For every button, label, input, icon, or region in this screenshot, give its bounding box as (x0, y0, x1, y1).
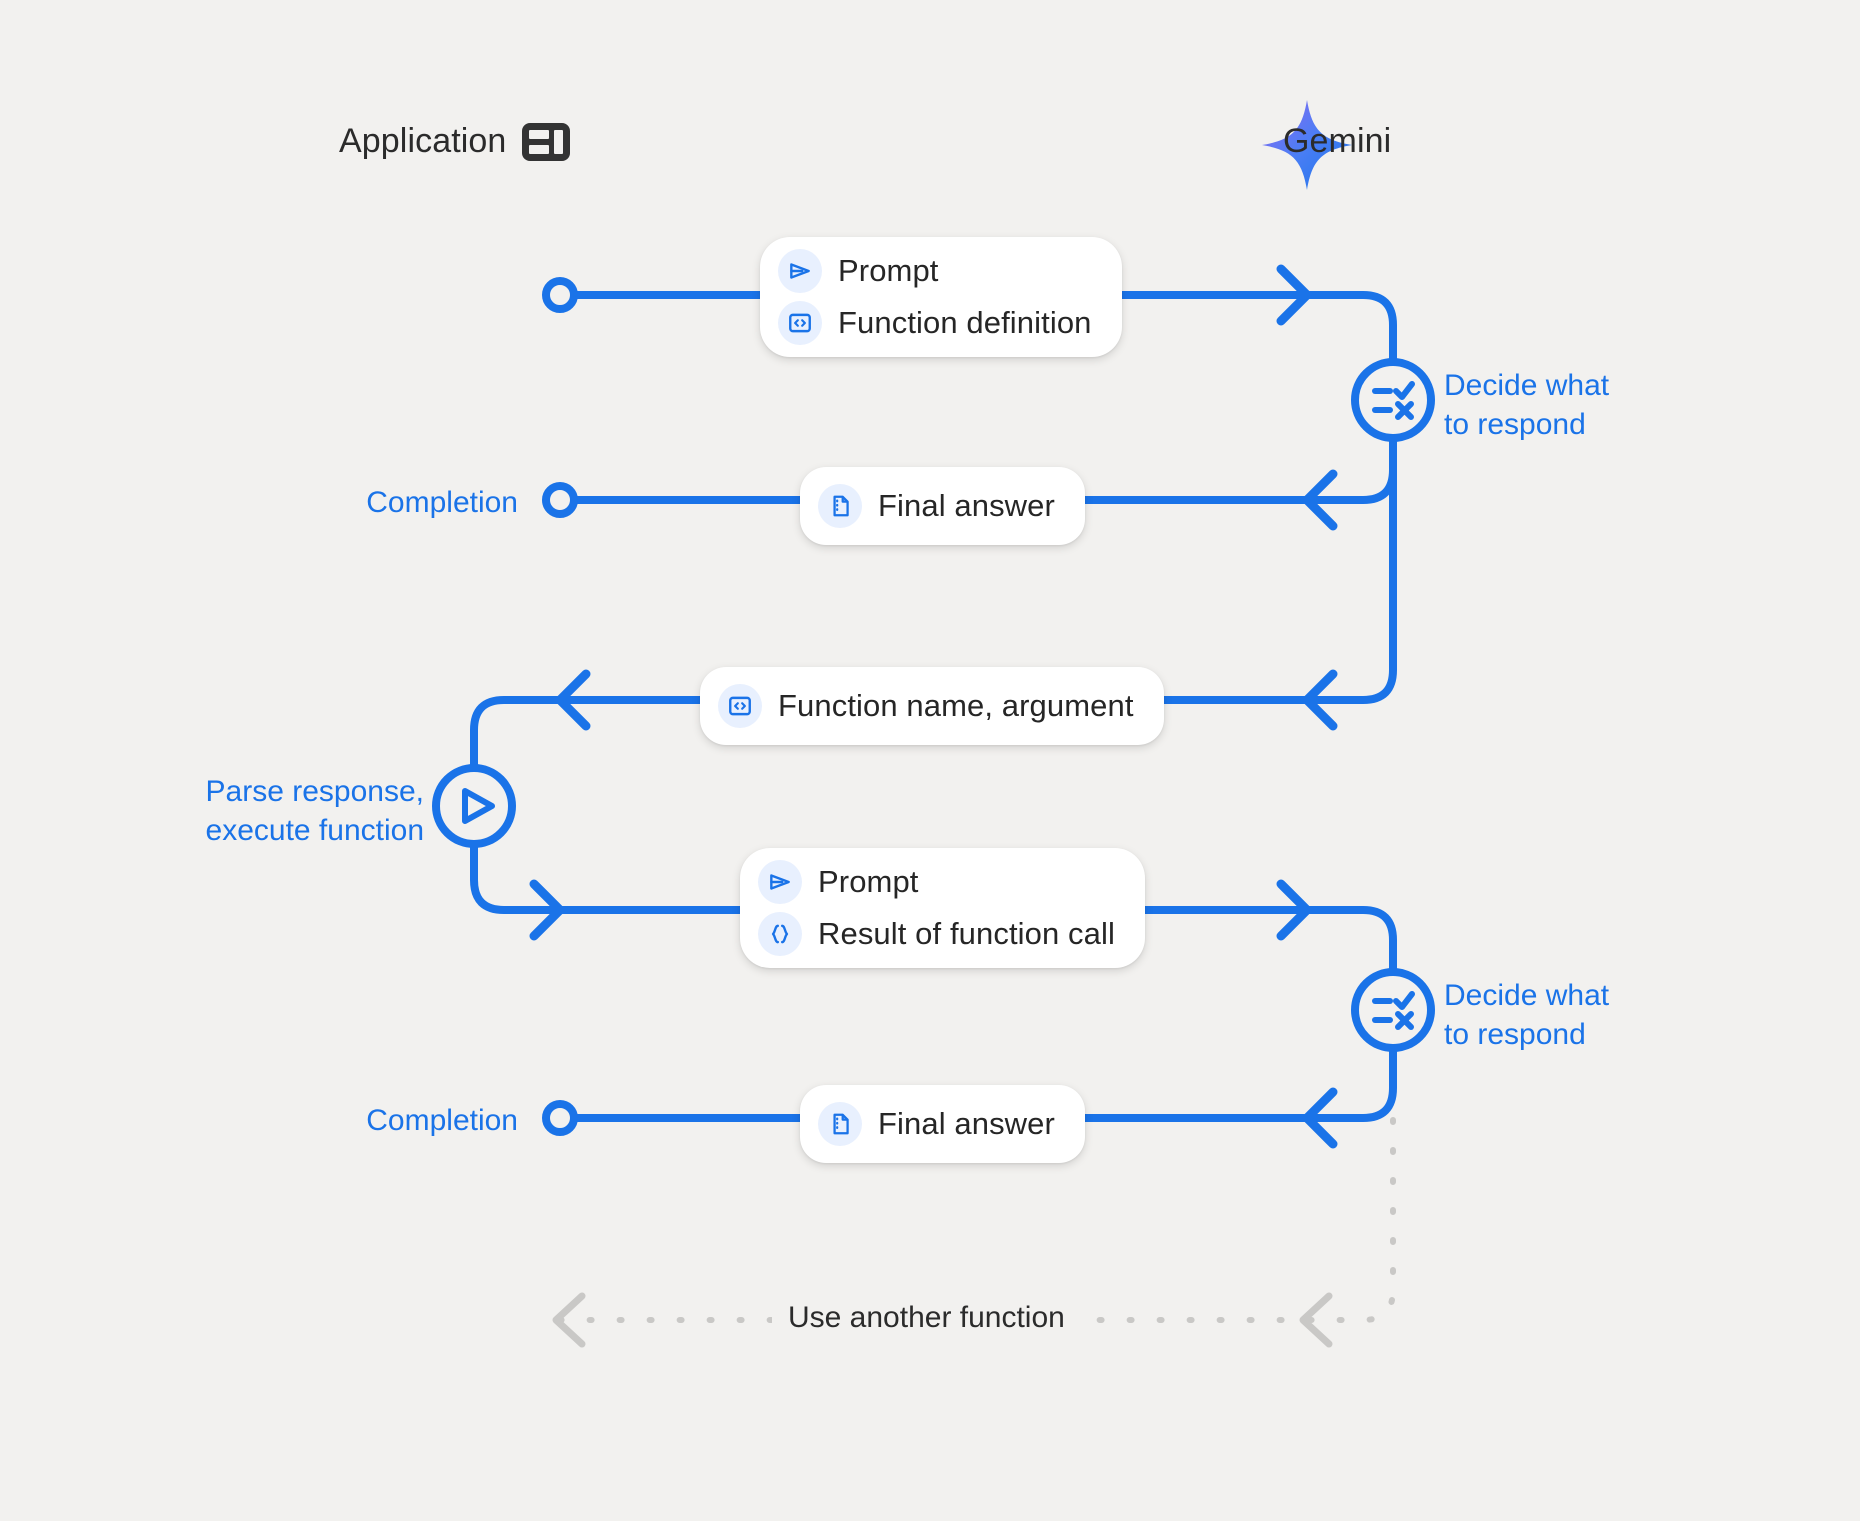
node-label-decide-2: Decide what to respond (1444, 976, 1609, 1054)
send-icon (778, 249, 822, 293)
card-row: Function name, argument (718, 680, 1134, 732)
node-label-decide-1: Decide what to respond (1444, 366, 1609, 444)
curly-braces-icon (758, 912, 802, 956)
path-decide1-to-function-name (1303, 434, 1397, 704)
document-icon (818, 1102, 862, 1146)
card-item-label: Function definition (838, 305, 1092, 340)
code-brackets-icon (778, 301, 822, 345)
path-app-into-parse (470, 696, 564, 772)
node-label-line: Decide what (1444, 369, 1610, 402)
path-parse-to-prompt2 (470, 840, 564, 914)
arrowhead-prompt2-to-gemini (1276, 879, 1312, 941)
document-icon (818, 484, 862, 528)
arrowhead-prompt-to-gemini (1276, 264, 1312, 326)
card-row: Result of function call (758, 908, 1115, 960)
message-card-prompt-result-of-function-call[interactable]: Prompt Result of function call (740, 848, 1145, 968)
path-gemini-into-decide1 (1303, 291, 1397, 366)
path-gemini-into-decide2 (1303, 906, 1397, 976)
completion-text: Completion (366, 486, 518, 519)
send-icon (758, 860, 802, 904)
arrowhead-final-answer-1 (1302, 469, 1338, 531)
actor-header-application: Application (339, 122, 571, 161)
endpoint-label-completion-2: Completion (0, 1101, 518, 1140)
node-label-line: to respond (1444, 408, 1586, 441)
node-parse-execute (432, 764, 516, 848)
card-item-label: Prompt (818, 864, 919, 899)
loop-arrowhead-left (552, 1292, 586, 1348)
card-item-label: Function name, argument (778, 688, 1134, 723)
endpoint-completion-2 (542, 1100, 578, 1136)
card-row: Prompt (758, 856, 1115, 908)
message-card-final-answer-1[interactable]: Final answer (800, 467, 1085, 545)
message-card-prompt-function-definition[interactable]: Prompt Function definition (760, 237, 1122, 357)
node-label-line: Decide what (1444, 979, 1610, 1012)
card-row: Final answer (818, 480, 1055, 532)
node-decide-2 (1351, 968, 1435, 1052)
actor-header-gemini: Gemini (1283, 122, 1391, 161)
arrowhead-prompt2-to-gemini-app (529, 879, 565, 941)
arrowhead-function-name-gemini (1302, 669, 1338, 731)
endpoint-label-completion-1: Completion (0, 483, 518, 522)
node-decide-1 (1351, 358, 1435, 442)
card-item-label: Final answer (878, 1106, 1055, 1141)
card-item-label: Final answer (878, 488, 1055, 523)
arrowhead-function-name-app (555, 669, 591, 731)
message-card-function-name-argument[interactable]: Function name, argument (700, 667, 1164, 745)
endpoint-completion-1 (542, 482, 578, 518)
card-row: Prompt (778, 245, 1092, 297)
card-row: Final answer (818, 1098, 1055, 1150)
arrowhead-final-answer-2 (1302, 1087, 1338, 1149)
completion-text: Completion (366, 1104, 518, 1137)
node-label-line: to respond (1444, 1018, 1586, 1051)
message-card-final-answer-2[interactable]: Final answer (800, 1085, 1085, 1163)
loop-text: Use another function (788, 1301, 1065, 1334)
loop-arrowhead-mid (1299, 1292, 1333, 1348)
app-layout-icon (522, 122, 571, 161)
actor-label-gemini: Gemini (1283, 122, 1392, 160)
code-brackets-icon (718, 684, 762, 728)
node-label-line: execute function (205, 814, 424, 847)
actor-label-application: Application (339, 122, 507, 160)
endpoint-start (542, 277, 578, 313)
card-item-label: Prompt (838, 253, 939, 288)
node-label-line: Parse response, (205, 775, 424, 808)
node-label-parse-execute: Parse response, execute function (0, 772, 424, 850)
loop-label-use-another-function: Use another function (772, 1301, 1081, 1335)
card-row: Function definition (778, 297, 1092, 349)
card-item-label: Result of function call (818, 916, 1115, 951)
